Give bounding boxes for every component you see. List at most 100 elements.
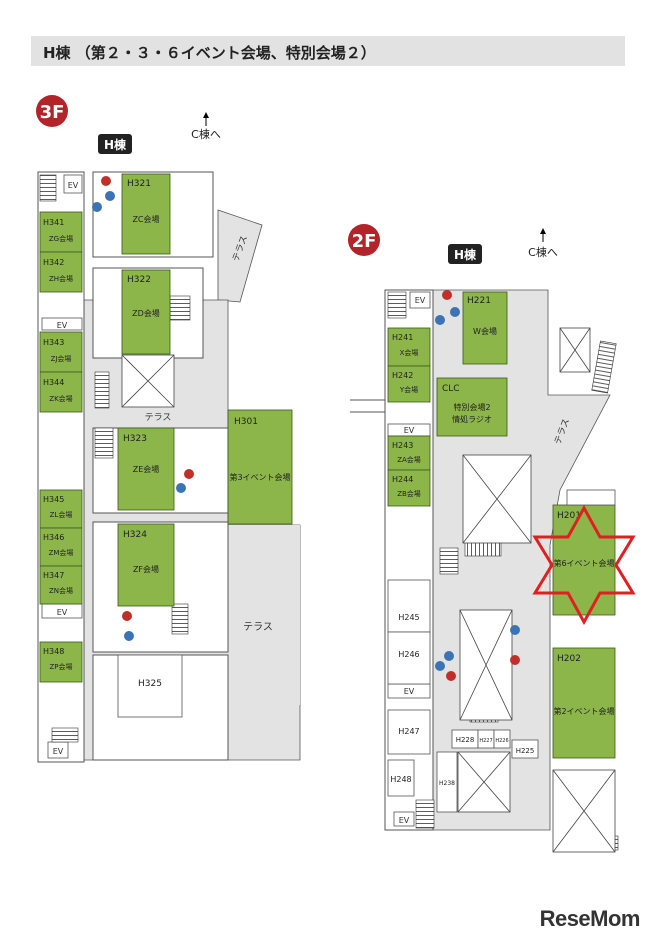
room-h346[interactable]: H346 ZM会場 bbox=[39, 527, 83, 567]
restroom-men-icon bbox=[510, 625, 520, 635]
svg-text:H324: H324 bbox=[123, 530, 147, 540]
elevator-label: EV bbox=[399, 816, 410, 825]
room-h344[interactable]: H344 ZK会場 bbox=[39, 371, 83, 413]
svg-text:H238: H238 bbox=[439, 780, 455, 787]
room-h322[interactable]: H322 ZD会場 bbox=[121, 269, 171, 355]
svg-text:ZK会場: ZK会場 bbox=[49, 394, 72, 403]
stairs-icon bbox=[39, 174, 57, 202]
page-header: H棟 （第２・３・６イベント会場、特別会場２） bbox=[31, 36, 625, 66]
elevator-box bbox=[393, 811, 415, 827]
restroom-men-icon bbox=[124, 631, 134, 641]
svg-text:H246: H246 bbox=[398, 650, 419, 659]
floor-2f-map: 2F H棟 C棟へ テラス EV EV EV EV bbox=[348, 224, 636, 853]
svg-text:H201: H201 bbox=[557, 511, 581, 521]
room-h227[interactable]: H227 bbox=[477, 729, 495, 749]
svg-text:第3イベント会場: 第3イベント会場 bbox=[229, 472, 290, 482]
arrow-up-head-icon bbox=[203, 112, 209, 118]
svg-text:H244: H244 bbox=[392, 475, 413, 484]
svg-text:H227: H227 bbox=[479, 738, 492, 744]
svg-text:H225: H225 bbox=[516, 747, 535, 755]
room-h244[interactable]: H244 ZB会場 bbox=[387, 469, 431, 507]
stairs-icon bbox=[169, 295, 191, 321]
room-h242[interactable]: H242 Y会場 bbox=[387, 365, 431, 403]
room-h342[interactable]: H342 ZH会場 bbox=[39, 251, 83, 293]
room-h202[interactable]: H202 第2イベント会場 bbox=[552, 647, 616, 759]
svg-text:特別会場2: 特別会場2 bbox=[453, 402, 490, 412]
svg-text:ZB会場: ZB会場 bbox=[397, 489, 421, 498]
room-h226[interactable]: H226 bbox=[493, 729, 511, 749]
restroom-men-icon bbox=[444, 651, 454, 661]
svg-text:H344: H344 bbox=[43, 378, 64, 387]
svg-text:H202: H202 bbox=[557, 654, 581, 664]
room-h345[interactable]: H345 ZL会場 bbox=[39, 489, 83, 529]
stairs-icon bbox=[387, 291, 407, 319]
svg-text:H241: H241 bbox=[392, 333, 413, 342]
svg-text:第6イベント会場: 第6イベント会場 bbox=[553, 558, 614, 568]
svg-text:ZD会場: ZD会場 bbox=[132, 308, 160, 318]
svg-text:H343: H343 bbox=[43, 338, 64, 347]
terrace-mid-label: テラス bbox=[145, 412, 172, 423]
room-clc[interactable]: CLC 特別会場2 情処ラジオ bbox=[436, 377, 508, 437]
building-h-label: H棟 bbox=[104, 137, 127, 152]
building-h-tag bbox=[98, 134, 132, 154]
arrow-up-head-icon bbox=[540, 228, 546, 234]
room-h301[interactable]: H301 第3イベント会場 bbox=[227, 409, 293, 525]
room-h201[interactable]: H201 第6イベント会場 bbox=[552, 504, 616, 616]
room-h347[interactable]: H347 ZN会場 bbox=[39, 565, 83, 605]
room-h324[interactable]: H324 ZF会場 bbox=[117, 523, 175, 607]
room-h228[interactable]: H228 bbox=[451, 729, 479, 749]
room-h238[interactable]: H238 bbox=[436, 751, 458, 813]
elevator-label: EV bbox=[57, 321, 68, 330]
floor-2f-badge-label: 2F bbox=[352, 231, 377, 252]
svg-text:H226: H226 bbox=[495, 738, 508, 744]
svg-text:第2イベント会場: 第2イベント会場 bbox=[553, 706, 614, 716]
elevator-label: EV bbox=[404, 687, 415, 696]
stairs-icon bbox=[51, 727, 79, 743]
svg-text:H325: H325 bbox=[138, 679, 162, 689]
svg-text:H342: H342 bbox=[43, 258, 64, 267]
room-h341[interactable]: H341 ZG会場 bbox=[39, 211, 83, 253]
room-h321[interactable]: H321 ZC会場 bbox=[121, 173, 171, 255]
svg-text:X会場: X会場 bbox=[400, 348, 419, 357]
restroom-women-icon bbox=[446, 671, 456, 681]
elevator-box bbox=[63, 174, 83, 194]
restroom-men-icon bbox=[450, 307, 460, 317]
room-h245[interactable]: H245 bbox=[387, 579, 431, 633]
svg-text:H301: H301 bbox=[234, 417, 258, 427]
svg-text:ZJ会場: ZJ会場 bbox=[51, 354, 72, 363]
room-h246[interactable]: H246 bbox=[387, 631, 431, 685]
restroom-men-icon bbox=[105, 191, 115, 201]
room-h248[interactable]: H248 bbox=[387, 759, 415, 797]
svg-text:ZE会場: ZE会場 bbox=[133, 464, 160, 474]
svg-text:H341: H341 bbox=[43, 218, 64, 227]
svg-text:H228: H228 bbox=[456, 736, 475, 744]
accessible-restroom-icon bbox=[435, 661, 445, 671]
elevator-box bbox=[41, 317, 83, 331]
restroom-women-icon bbox=[510, 655, 520, 665]
svg-text:H347: H347 bbox=[43, 571, 64, 580]
room-h325[interactable]: H325 bbox=[117, 654, 183, 718]
svg-text:ZA会場: ZA会場 bbox=[397, 455, 421, 464]
svg-text:ZM会場: ZM会場 bbox=[49, 548, 74, 557]
svg-text:ZG会場: ZG会場 bbox=[49, 234, 73, 243]
svg-text:ZL会場: ZL会場 bbox=[50, 510, 73, 519]
elevator-label: EV bbox=[404, 426, 415, 435]
stairs-icon bbox=[94, 427, 114, 459]
room-h241[interactable]: H241 X会場 bbox=[387, 327, 431, 367]
floor-2f-badge bbox=[348, 224, 380, 256]
room-h221[interactable]: H221 W会場 bbox=[462, 291, 508, 365]
room-h243[interactable]: H243 ZA会場 bbox=[387, 435, 431, 471]
svg-text:H345: H345 bbox=[43, 495, 64, 504]
svg-text:H321: H321 bbox=[127, 179, 151, 189]
svg-text:情処ラジオ: 情処ラジオ bbox=[452, 414, 492, 424]
room-h348[interactable]: H348 ZP会場 bbox=[39, 641, 83, 683]
stairs-icon bbox=[171, 603, 189, 635]
page-title: H棟 （第２・３・６イベント会場、特別会場２） bbox=[43, 44, 376, 62]
room-h343[interactable]: H343 ZJ会場 bbox=[39, 331, 83, 373]
room-h225[interactable]: H225 bbox=[511, 739, 539, 759]
room-h247[interactable]: H247 bbox=[387, 709, 431, 755]
accessible-restroom-icon bbox=[92, 202, 102, 212]
floor-3f-badge bbox=[36, 95, 68, 127]
svg-text:H245: H245 bbox=[398, 613, 419, 622]
room-h323[interactable]: H323 ZE会場 bbox=[117, 427, 175, 511]
